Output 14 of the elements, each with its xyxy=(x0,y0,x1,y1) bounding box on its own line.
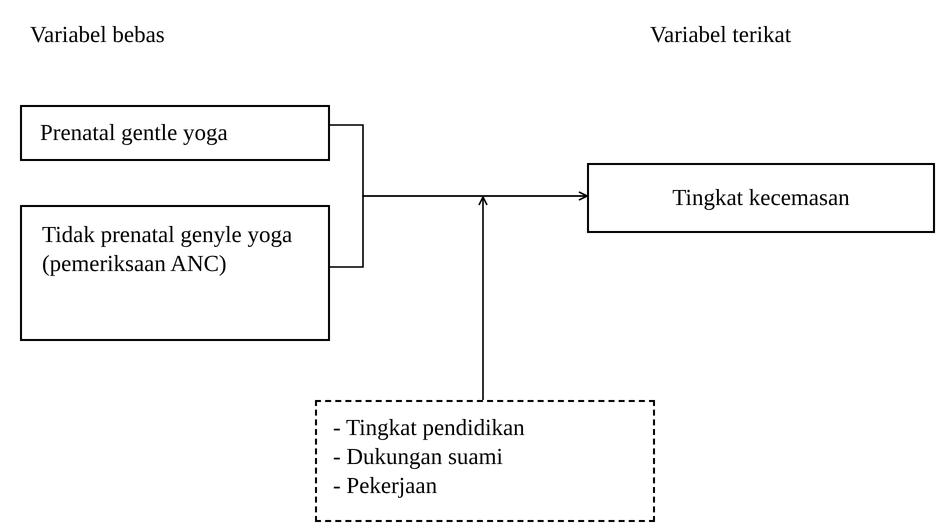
dashed-box xyxy=(315,400,655,522)
node-text: - Dukungan suami xyxy=(333,442,504,471)
node-text: Tidak prenatal genyle yoga (pemeriksaan ANC) xyxy=(42,221,294,278)
process-box xyxy=(587,163,935,233)
heading-label: Variabel bebas xyxy=(30,22,165,48)
node-text: - Tingkat pendidikan xyxy=(333,414,526,442)
process-box xyxy=(20,205,330,341)
node-text: Prenatal gentle yoga xyxy=(40,119,229,147)
connector-arrow xyxy=(330,191,588,268)
process-box xyxy=(20,105,330,161)
heading-label: Variabel terikat xyxy=(650,22,792,48)
node-text: - Pekerjaan xyxy=(333,472,438,500)
connector-arrow xyxy=(478,196,488,400)
node-text: Tingkat kecemasan xyxy=(672,184,850,212)
